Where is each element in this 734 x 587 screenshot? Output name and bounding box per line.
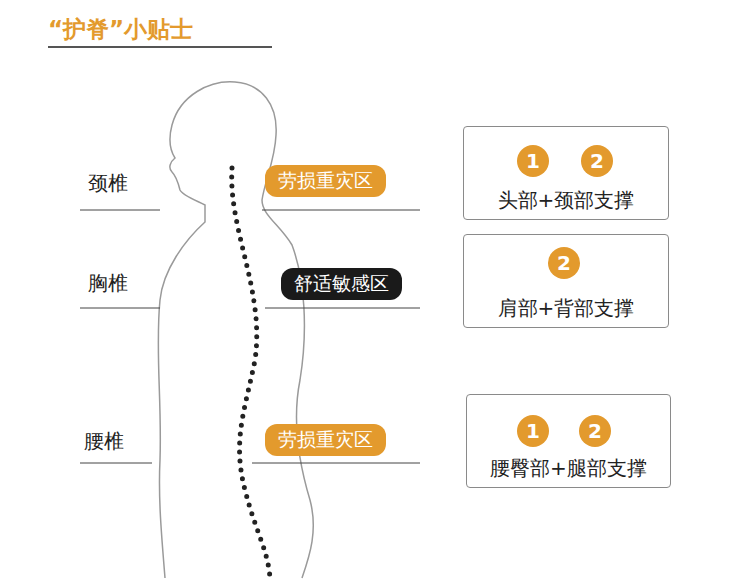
support-box: 肩部+背部支撑 2 bbox=[463, 234, 669, 328]
divider-line bbox=[262, 210, 420, 211]
title: “护脊”小贴士 bbox=[48, 14, 193, 45]
body-silhouette bbox=[158, 82, 313, 578]
zone-pill: 劳损重灾区 bbox=[265, 165, 386, 197]
callout-text: 1 bbox=[526, 419, 540, 443]
divider-line bbox=[80, 210, 160, 211]
callout-text: 2 bbox=[588, 419, 602, 443]
support-box: 腰臀部+腿部支撑 1 2 bbox=[466, 394, 671, 488]
node-text: 劳损重灾区 bbox=[278, 427, 373, 453]
zone-pill: 舒适敏感区 bbox=[281, 268, 402, 300]
support-box: 头部+颈部支撑 1 2 bbox=[463, 126, 669, 220]
node-text: 肩部+背部支撑 bbox=[464, 295, 668, 322]
callout-number: 2 bbox=[548, 247, 580, 279]
callout-number: 2 bbox=[581, 145, 613, 177]
node-text: 舒适敏感区 bbox=[294, 271, 389, 297]
callout-number: 1 bbox=[517, 145, 549, 177]
callout-text: 1 bbox=[526, 149, 540, 173]
divider-line bbox=[265, 308, 420, 309]
callout-text: 2 bbox=[557, 251, 571, 275]
title-underline bbox=[48, 46, 272, 48]
callout-text: 2 bbox=[590, 149, 604, 173]
node-text: 劳损重灾区 bbox=[278, 168, 373, 194]
vertebra-label: 颈椎 bbox=[88, 170, 128, 197]
vertebra-label: 腰椎 bbox=[84, 428, 124, 455]
divider-line bbox=[80, 308, 160, 309]
node-text: 头部+颈部支撑 bbox=[464, 187, 668, 214]
vertebra-label: 胸椎 bbox=[88, 270, 128, 297]
divider-line bbox=[252, 463, 420, 464]
divider-line bbox=[80, 463, 152, 464]
spine-dots bbox=[232, 168, 270, 578]
zone-pill: 劳损重灾区 bbox=[265, 424, 386, 456]
callout-number: 2 bbox=[579, 415, 611, 447]
callout-number: 1 bbox=[517, 415, 549, 447]
node-text: 腰臀部+腿部支撑 bbox=[467, 455, 670, 482]
